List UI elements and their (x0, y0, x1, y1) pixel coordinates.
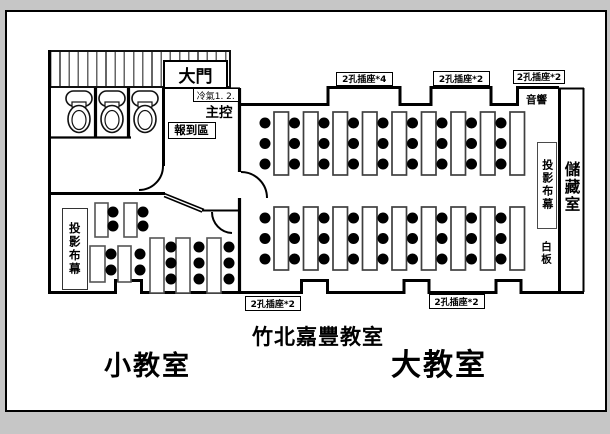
door-arc-big-room (240, 171, 268, 199)
main-control-label: 主控 (205, 105, 233, 121)
page-title: 竹北嘉豐教室 (252, 325, 384, 349)
walls (48, 50, 585, 294)
whiteboard-label: 白板 (540, 240, 552, 266)
aircon-label: 冷氣1. 2. (192, 88, 239, 102)
doors (138, 165, 268, 234)
screen-right-text: 投影布幕 (540, 159, 554, 212)
desks-and-chairs (89, 111, 526, 294)
big-classroom-label: 大教室 (391, 348, 487, 383)
toilet-icon (65, 90, 93, 134)
door-arc-hallway (138, 165, 164, 191)
storage-room-label: 儲藏室 (562, 160, 581, 214)
toilets (65, 90, 159, 134)
socket-top-1-text: 2孔插座*4 (342, 75, 387, 86)
checkin-text: 報到區 (174, 123, 209, 137)
main-door-label: 大門 (163, 60, 228, 89)
small-classroom-label: 小教室 (104, 351, 191, 382)
socket-label-top-1: 2孔插座*4 (335, 71, 393, 86)
projector-screen-right-label: 投影布幕 (536, 142, 557, 229)
socket-top-2-text: 2孔插座*2 (438, 74, 484, 85)
checkin-label: 報到區 (167, 121, 216, 139)
socket-label-top-2: 2孔插座*2 (432, 71, 490, 86)
screen-left-text: 投影布幕 (67, 221, 82, 276)
aircon-text: 冷氣1. 2. (196, 91, 235, 102)
socket-bottom-2-text: 2孔插座*2 (434, 297, 479, 308)
socket-label-bottom-2: 2孔插座*2 (428, 293, 485, 309)
audio-label: 音響 (526, 94, 547, 106)
socket-bottom-1-text: 2孔插座*2 (250, 299, 295, 310)
socket-label-bottom-1: 2孔插座*2 (244, 295, 301, 311)
main-door-text: 大門 (178, 67, 213, 87)
projector-screen-left-label: 投影布幕 (61, 208, 88, 290)
socket-label-top-3: 2孔插座*2 (513, 69, 565, 84)
toilet-icon (98, 90, 126, 134)
socket-top-3-text: 2孔插座*2 (516, 73, 562, 84)
toilet-icon (131, 90, 159, 134)
door-arc-small-room (210, 211, 233, 234)
